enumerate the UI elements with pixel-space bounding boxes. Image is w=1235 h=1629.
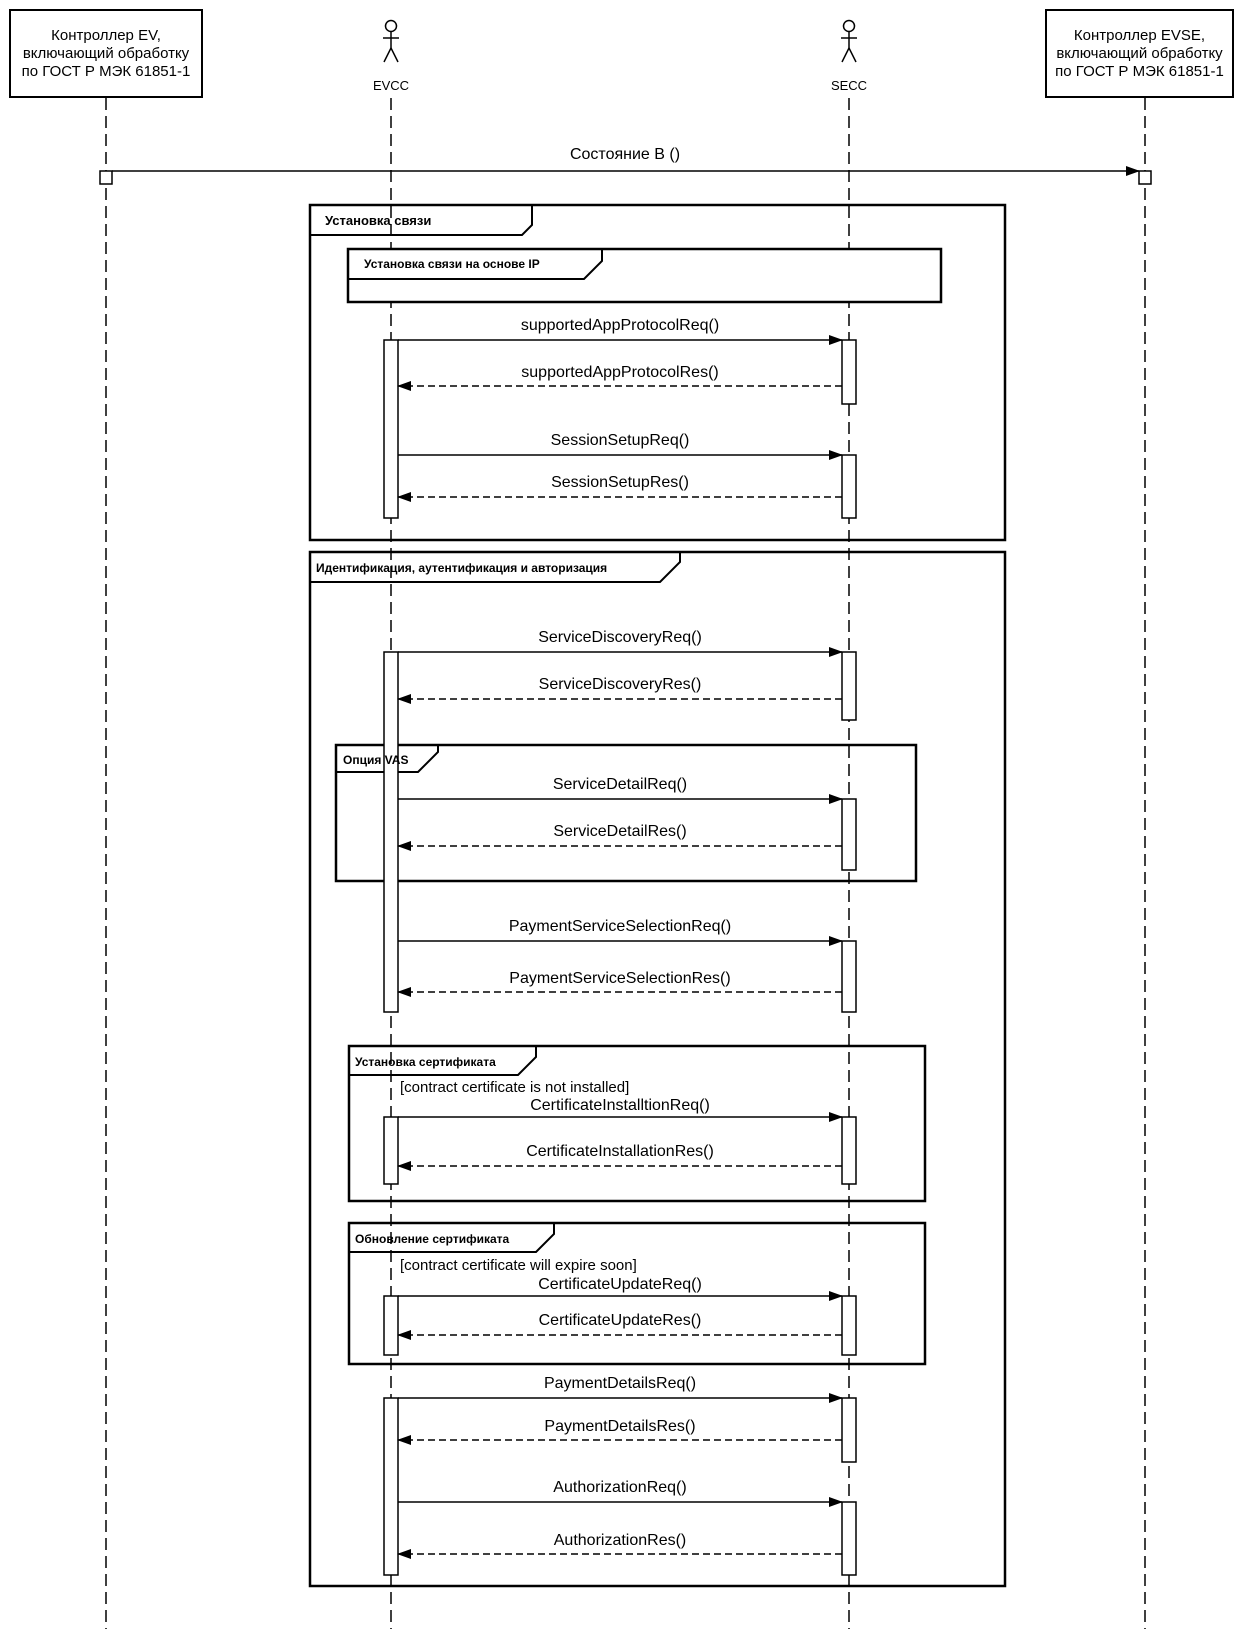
secc-activation — [841, 1295, 857, 1356]
state-b-start-marker — [99, 170, 113, 185]
fragment-identification — [308, 550, 1007, 1588]
participant-ev-controller: Контроллер EV, включающий обработку по Г… — [9, 9, 203, 98]
fragment-cert-install — [347, 1044, 927, 1203]
evcc-activations — [383, 339, 399, 1576]
actor-secc-icon — [841, 19, 857, 63]
guard-cert-install: [contract certificate is not installed] — [400, 1079, 630, 1096]
message-sd-req: ServiceDiscoveryReq() — [538, 629, 702, 646]
message-auth-req: AuthorizationReq() — [553, 1479, 687, 1496]
message-ci-res: CertificateInstallationRes() — [526, 1143, 714, 1160]
message-pss-res: PaymentServiceSelectionRes() — [509, 970, 731, 987]
fragment-title-cert-update: Обновление сертификата — [355, 1232, 510, 1246]
participant-evse-controller: Контроллер EVSE, включающий обработку по… — [1045, 9, 1234, 98]
secc-activation — [841, 1501, 857, 1576]
message-ss-req: SessionSetupReq() — [550, 432, 690, 449]
actor-secc-label: SECC — [830, 78, 868, 93]
message-sdet-req: ServiceDetailReq() — [552, 776, 688, 793]
actor-evcc-icon — [383, 19, 399, 63]
secc-activation — [841, 651, 857, 721]
participant-ev-controller-label: Контроллер EV, включающий обработку по Г… — [21, 26, 191, 80]
message-sd-res: ServiceDiscoveryRes() — [538, 676, 702, 693]
evcc-activation — [383, 651, 399, 1013]
message-arrows — [397, 335, 843, 1559]
message-pss-req: PaymentServiceSelectionReq() — [508, 918, 732, 935]
fragment-title-vas-option: Опция VAS — [343, 753, 409, 767]
message-auth-res: AuthorizationRes() — [553, 1532, 687, 1549]
message-ci-req: CertificateInstalltionReq() — [530, 1097, 710, 1114]
message-ss-res: SessionSetupRes() — [551, 474, 689, 491]
message-cu-res: CertificateUpdateRes() — [538, 1312, 702, 1329]
guard-cert-update: [contract certificate will expire soon] — [400, 1257, 637, 1274]
secc-activation — [841, 339, 857, 405]
secc-activations — [841, 339, 857, 1576]
message-sap-req: supportedAppProtocolReq() — [520, 317, 720, 334]
message-pd-res: PaymentDetailsRes() — [544, 1418, 696, 1435]
fragment-title-identification: Идентификация, аутентификация и авториза… — [316, 561, 608, 575]
fragment-ip-setup — [346, 247, 943, 304]
participant-evse-controller-label: Контроллер EVSE, включающий обработку по… — [1055, 26, 1224, 80]
fragment-title-ip-setup: Установка связи на основе IP — [364, 257, 540, 271]
secc-activation — [841, 1116, 857, 1185]
message-sdet-res: ServiceDetailRes() — [553, 823, 687, 840]
evcc-activation — [383, 1397, 399, 1576]
secc-activation — [841, 454, 857, 519]
message-sap-res: supportedAppProtocolRes() — [521, 364, 719, 381]
fragment-vas-option — [334, 743, 918, 883]
state-b-end-marker — [1138, 170, 1152, 185]
message-cu-req: CertificateUpdateReq() — [538, 1276, 702, 1293]
secc-activation — [841, 798, 857, 871]
actor-evcc-label: EVCC — [372, 78, 410, 93]
secc-activation — [841, 940, 857, 1013]
fragment-title-session-setup: Установка связи — [325, 213, 432, 228]
message-state-b: Состояние B () — [569, 146, 681, 163]
evcc-activation — [383, 1295, 399, 1356]
fragment-session-setup — [308, 203, 1007, 542]
evcc-activation — [383, 339, 399, 519]
secc-activation — [841, 1397, 857, 1463]
evcc-activation — [383, 1116, 399, 1185]
fragment-cert-update — [347, 1221, 927, 1366]
message-pd-req: PaymentDetailsReq() — [543, 1375, 697, 1392]
fragment-title-cert-install: Установка сертификата — [355, 1055, 496, 1069]
